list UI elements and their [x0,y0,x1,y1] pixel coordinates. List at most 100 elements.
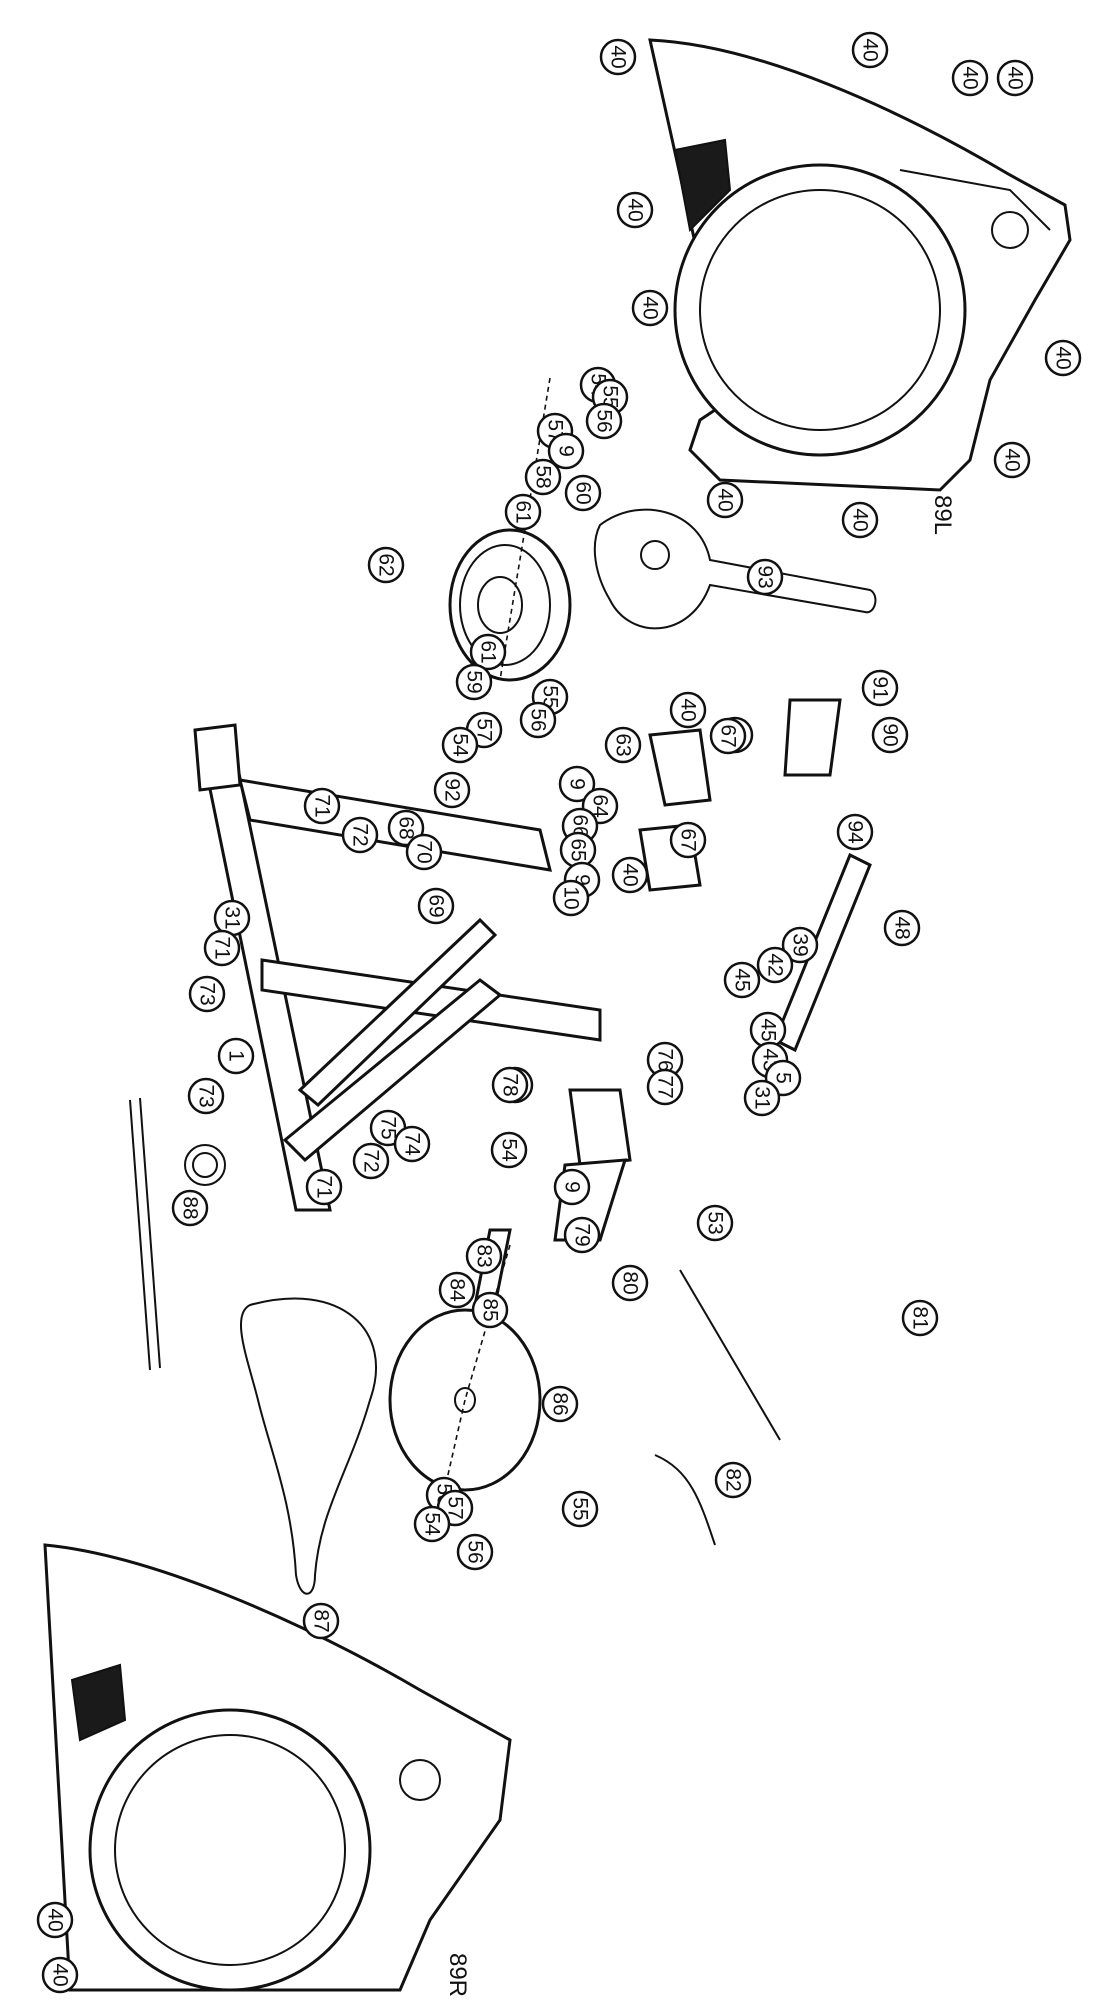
callout-73: 73 [187,1077,225,1115]
callout-31: 31 [743,1079,781,1117]
callout-93: 93 [746,558,784,596]
callout-40: 40 [611,856,649,894]
callout-87: 87 [302,1602,340,1640]
callout-94: 94 [836,813,874,851]
callout-53: 53 [696,1204,734,1242]
callout-54: 54 [413,1505,451,1543]
svg-text:48: 48 [891,916,914,939]
callout-91: 91 [861,669,899,707]
callout-67: 67 [669,821,707,859]
svg-text:9: 9 [566,778,589,790]
callout-77: 77 [646,1068,684,1106]
svg-text:90: 90 [879,723,902,746]
svg-text:9: 9 [561,1181,584,1193]
callout-71: 71 [303,787,341,825]
svg-text:71: 71 [311,794,334,817]
callout-39: 39 [781,926,819,964]
callout-40: 40 [599,38,637,76]
callout-92: 92 [433,771,471,809]
svg-text:40: 40 [959,66,982,89]
callout-86: 86 [541,1385,579,1423]
svg-text:45: 45 [731,968,754,991]
callout-48: 48 [883,909,921,947]
svg-text:60: 60 [572,481,595,504]
drive-belt [240,1297,377,1595]
tension-cable-81 [679,1269,781,1441]
callout-72: 72 [341,816,379,854]
svg-text:72: 72 [349,823,372,846]
callout-78: 78 [491,1066,529,1104]
svg-text:40: 40 [1004,66,1027,89]
svg-text:40: 40 [677,698,700,721]
svg-text:63: 63 [612,733,635,756]
svg-text:82: 82 [722,1468,745,1491]
svg-text:71: 71 [211,936,234,959]
callout-65: 65 [559,831,597,869]
svg-text:54: 54 [449,733,472,757]
callout-72: 72 [352,1142,390,1180]
svg-text:40: 40 [1001,448,1024,471]
callout-56: 56 [456,1533,494,1571]
svg-text:56: 56 [464,1540,487,1563]
svg-text:61: 61 [512,500,535,523]
callout-40: 40 [841,501,879,539]
svg-text:9: 9 [571,874,594,886]
svg-text:58: 58 [532,465,555,488]
flywheel [448,528,572,682]
svg-text:91: 91 [869,676,892,699]
callout-67: 67 [709,717,747,755]
callout-58: 58 [524,458,562,496]
svg-text:40: 40 [639,296,662,319]
callout-79: 79 [563,1216,601,1254]
callout-10: 10 [552,879,590,917]
svg-text:70: 70 [413,840,436,863]
callout-74: 74 [393,1125,431,1163]
svg-text:76: 76 [654,1048,677,1071]
svg-text:86: 86 [549,1392,572,1415]
svg-text:67: 67 [677,828,700,851]
svg-text:54: 54 [421,1512,444,1536]
svg-text:45: 45 [757,1018,780,1041]
callout-40: 40 [631,289,669,327]
svg-text:69: 69 [425,894,448,917]
callout-73: 73 [188,975,226,1013]
svg-text:65: 65 [567,838,590,861]
callout-83: 83 [465,1237,503,1275]
callout-56: 56 [519,701,557,739]
callout-68: 68 [387,809,425,847]
svg-text:73: 73 [195,1084,218,1107]
callout-71: 71 [203,929,241,967]
svg-text:40: 40 [624,198,647,221]
callout-60: 60 [564,474,602,512]
svg-text:5: 5 [772,1072,795,1084]
svg-text:39: 39 [789,933,812,956]
callout-56: 56 [585,402,623,440]
svg-text:71: 71 [313,1175,336,1198]
svg-text:79: 79 [571,1223,594,1246]
callout-40: 40 [669,691,707,729]
callout-55: 55 [561,1490,599,1528]
side-cover-right [43,1543,512,1992]
callout-70: 70 [405,833,443,871]
callout-45: 45 [723,961,761,999]
svg-text:92: 92 [441,778,464,801]
svg-text:59: 59 [463,670,486,693]
callout-90: 90 [871,716,909,754]
callout-80: 80 [611,1264,649,1302]
sensor-wire-82 [654,1454,716,1546]
svg-text:78: 78 [499,1073,522,1096]
svg-text:40: 40 [714,488,737,511]
svg-text:55: 55 [569,1497,592,1520]
seat-post-48 [773,852,872,1053]
svg-text:75: 75 [377,1116,400,1139]
svg-text:40: 40 [849,508,872,531]
svg-text:57: 57 [473,718,496,741]
svg-text:83: 83 [473,1244,496,1267]
callout-40: 40 [996,59,1034,97]
svg-text:54: 54 [498,1138,521,1162]
svg-text:74: 74 [401,1132,424,1156]
svg-text:53: 53 [704,1211,727,1234]
main-frame [193,723,632,1242]
svg-text:77: 77 [654,1075,677,1098]
